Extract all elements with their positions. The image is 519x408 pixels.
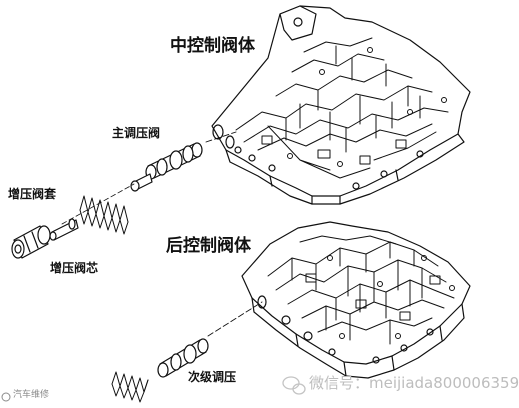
label-boost-valve-core: 增压阀芯	[50, 261, 99, 275]
main-regulator-valve-part	[130, 142, 203, 192]
label-boost-valve-sleeve: 增压阀套	[8, 187, 57, 201]
label-rear-valve-body: 后控制阀体	[166, 236, 251, 256]
label-middle-valve-body: 中控制阀体	[170, 36, 255, 56]
secondary-regulator-spring	[111, 371, 149, 403]
boost-valve-core-part	[49, 218, 79, 241]
watermark-wechat-id: 微信号：meijiada800006359	[309, 374, 519, 392]
axis-line-spring	[61, 183, 135, 225]
rear-valve-body	[241, 221, 471, 379]
secondary-regulator-valve-part	[157, 338, 209, 378]
label-main-regulator-valve: 主调压阀	[112, 126, 161, 140]
valve-body-diagram	[1, 5, 471, 403]
wechat-logo-icon	[282, 376, 306, 395]
corner-logo-icon	[1, 392, 11, 402]
watermark-corner: 汽车维修	[13, 390, 50, 400]
axis-line-lower	[207, 301, 263, 337]
axis-line-upper	[205, 131, 237, 143]
middle-valve-body	[211, 5, 471, 205]
boost-valve-sleeve-part	[11, 225, 51, 259]
boost-valve-spring	[79, 195, 129, 235]
label-secondary-regulator: 次级调压	[188, 370, 237, 384]
